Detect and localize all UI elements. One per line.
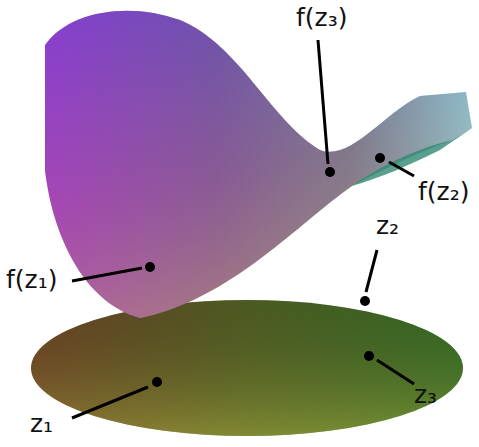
point-dot — [325, 167, 335, 177]
surface-shading — [45, 11, 472, 318]
image-point-label: f(z₂) — [418, 178, 469, 206]
point-dot — [152, 377, 162, 387]
image-point-label: f(z₁) — [6, 266, 57, 294]
leader-line — [389, 162, 414, 176]
domain-disc — [31, 300, 463, 436]
leader-line — [318, 40, 328, 164]
point-dot — [364, 351, 374, 361]
leader-line — [72, 268, 142, 281]
point-dot — [360, 296, 370, 306]
point-dot — [145, 262, 155, 272]
domain-point-label: z₁ — [30, 410, 53, 438]
domain-point-label: z₂ — [376, 212, 399, 240]
disc-shading — [31, 300, 463, 436]
leader-line — [366, 250, 377, 292]
image-point-label: f(z₃) — [296, 4, 347, 32]
point-dot — [375, 153, 385, 163]
domain-point-label: z₃ — [414, 381, 437, 409]
leader-line — [377, 360, 414, 384]
leader-line — [72, 387, 148, 418]
saddle-surface — [45, 11, 472, 318]
